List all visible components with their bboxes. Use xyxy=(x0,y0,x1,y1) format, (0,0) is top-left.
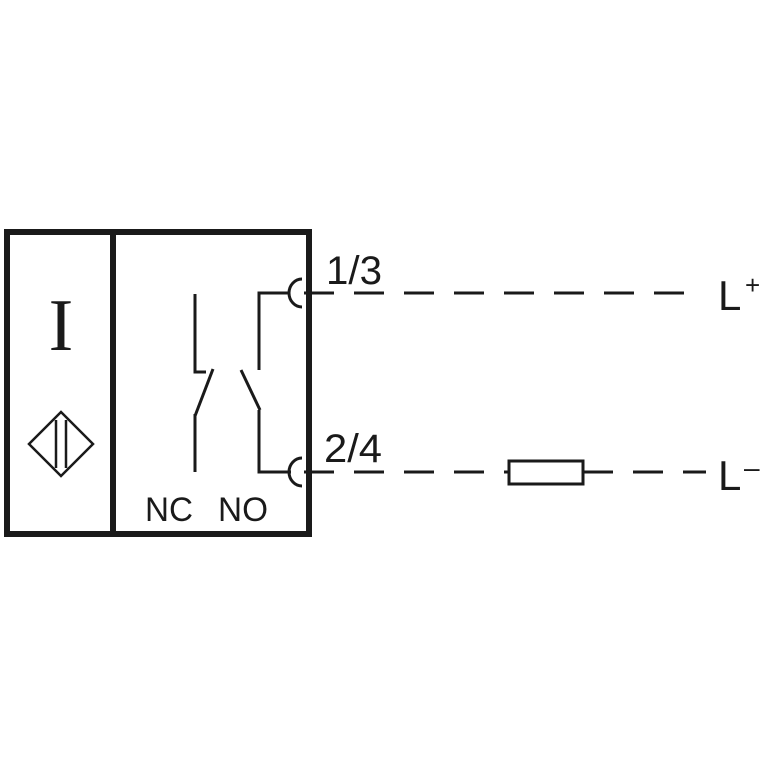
supply-negative-sign: – xyxy=(744,452,760,483)
no-contact-symbol xyxy=(239,291,291,474)
no-label: NO xyxy=(218,491,268,529)
terminal-bottom-label: 2/4 xyxy=(324,427,382,471)
load-resistor xyxy=(507,459,585,486)
terminal-top-clip xyxy=(287,277,303,309)
supply-positive-sign: + xyxy=(745,270,760,300)
sensor-housing xyxy=(4,229,312,537)
nc-label: NC xyxy=(145,491,193,529)
nc-contact-symbol xyxy=(193,294,215,472)
supply-negative-label: L xyxy=(718,452,741,499)
supply-positive-label: L xyxy=(718,272,741,319)
sensor-type-symbol: I xyxy=(49,285,74,367)
inductive-sensor-diamond-icon xyxy=(27,410,95,478)
terminal-top-label: 1/3 xyxy=(326,249,382,293)
terminal-bottom-clip xyxy=(287,456,303,488)
